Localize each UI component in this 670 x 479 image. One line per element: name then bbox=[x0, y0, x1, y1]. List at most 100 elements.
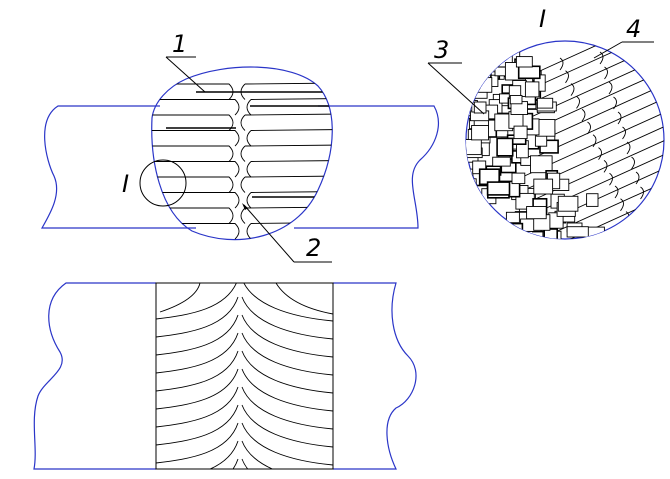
grain-tip-right bbox=[246, 130, 252, 147]
equiaxed-grain bbox=[471, 63, 488, 83]
longitudinal-grain-line bbox=[156, 350, 333, 394]
equiaxed-grain bbox=[513, 125, 528, 140]
equiaxed-grain bbox=[483, 47, 499, 66]
equiaxed-grain bbox=[511, 172, 526, 185]
longitudinal-grain-line bbox=[156, 296, 333, 340]
columnar-tip bbox=[620, 198, 624, 212]
columnar-tip bbox=[613, 96, 617, 110]
grain-boundary-right bbox=[250, 160, 333, 162]
equiaxed-grain bbox=[466, 168, 474, 180]
grain-boundary-left bbox=[151, 145, 234, 162]
grain-boundary-left bbox=[151, 223, 240, 240]
columnar-tip bbox=[631, 224, 635, 237]
grain-tip-right bbox=[240, 207, 246, 224]
detail-marker-label: I bbox=[122, 170, 129, 198]
equiaxed-grain bbox=[471, 125, 489, 141]
bottom-plate-outline bbox=[33, 282, 417, 470]
weld-bead-outline bbox=[151, 66, 333, 241]
longitudinal-grain-line bbox=[209, 440, 274, 469]
equiaxed-grain bbox=[526, 206, 547, 220]
leader-4-line bbox=[593, 41, 623, 59]
longitudinal-grain-line bbox=[275, 283, 333, 315]
leader-3-line bbox=[427, 62, 485, 115]
equiaxed-grain bbox=[536, 97, 554, 109]
detail-view-I: I 3 4 bbox=[427, 5, 665, 240]
columnar-tip bbox=[598, 147, 602, 160]
longitudinal-grain-lines bbox=[156, 283, 333, 469]
equiaxed-grain bbox=[482, 208, 495, 227]
columnar-tip bbox=[640, 186, 644, 200]
longitudinal-grain-line bbox=[232, 458, 249, 469]
columnar-tip bbox=[576, 96, 580, 109]
equiaxed-grain bbox=[473, 101, 487, 114]
grain-boundary-right bbox=[244, 175, 333, 178]
grain-boundary-left bbox=[151, 99, 240, 116]
equiaxed-grain bbox=[505, 211, 520, 224]
columnar-lamella bbox=[519, 137, 664, 207]
equiaxed-grain bbox=[466, 64, 481, 80]
columnar-tip bbox=[635, 171, 640, 185]
equiaxed-grain bbox=[483, 217, 497, 232]
equiaxed-grain bbox=[470, 49, 486, 65]
grain-tip-right bbox=[246, 223, 252, 240]
equiaxed-grain bbox=[466, 219, 487, 239]
columnar-tip bbox=[617, 111, 622, 125]
equiaxed-grain bbox=[479, 58, 497, 73]
columnar-tip bbox=[603, 160, 608, 173]
weld-bead-cross-section bbox=[151, 66, 333, 241]
longitudinal-grain-line bbox=[159, 283, 201, 313]
equiaxed-grain bbox=[524, 81, 540, 98]
equiaxed-grain bbox=[466, 77, 481, 88]
grain-boundary-left bbox=[151, 192, 240, 209]
grain-tip-right bbox=[240, 176, 246, 193]
grain-boundary-left bbox=[151, 207, 234, 224]
grain-tip-right bbox=[240, 145, 246, 162]
columnar-tip bbox=[608, 81, 613, 95]
grain-boundary-left bbox=[151, 176, 234, 193]
grain-boundary-right bbox=[250, 98, 333, 100]
grain-boundary-right bbox=[244, 206, 333, 209]
columnar-tip bbox=[581, 108, 586, 122]
columnar-tip bbox=[631, 156, 635, 170]
grain-boundary-left bbox=[151, 83, 234, 100]
grain-boundary-left bbox=[151, 130, 240, 147]
grain-boundary-right bbox=[250, 129, 333, 131]
equiaxed-grain bbox=[496, 229, 509, 239]
columnar-lamella bbox=[519, 41, 664, 81]
callout-3-label: 3 bbox=[434, 36, 449, 64]
equiaxed-grain bbox=[586, 193, 599, 207]
detail-marker-circle bbox=[139, 159, 187, 207]
grain-tip-right bbox=[246, 99, 252, 116]
weld-zone-boundary bbox=[155, 282, 334, 470]
leader-2-line bbox=[243, 204, 295, 263]
equiaxed-grain bbox=[530, 155, 553, 174]
longitudinal-grain-line bbox=[156, 404, 333, 448]
grain-tip-right bbox=[246, 192, 252, 209]
equiaxed-grain bbox=[473, 222, 489, 232]
longitudinal-grain-line bbox=[156, 332, 333, 376]
longitudinal-grain-line bbox=[156, 368, 333, 412]
bottom-plate bbox=[33, 282, 417, 470]
grain-boundary-right bbox=[250, 222, 333, 224]
equiaxed-grain bbox=[515, 56, 533, 68]
equiaxed-grain bbox=[509, 95, 523, 105]
equiaxed-grain bbox=[557, 195, 579, 212]
columnar-tip bbox=[559, 57, 564, 71]
equiaxed-grain bbox=[466, 232, 475, 239]
equiaxed-grain bbox=[517, 65, 541, 80]
grain-boundary-left bbox=[151, 114, 234, 131]
longitudinal-grain-line bbox=[156, 314, 333, 358]
grain-tip-right bbox=[240, 114, 246, 131]
top-plate bbox=[40, 105, 439, 229]
columnar-lamella bbox=[519, 41, 664, 109]
columnar-tip bbox=[622, 126, 626, 140]
equiaxed-grain bbox=[466, 62, 480, 75]
grain-boundary-right bbox=[244, 144, 333, 147]
columnar-tip bbox=[565, 70, 569, 84]
leader-2-arrowhead bbox=[242, 203, 248, 210]
columnar-tip bbox=[649, 216, 653, 230]
equiaxed-grain bbox=[500, 222, 524, 239]
longitudinal-grain-line bbox=[156, 386, 333, 430]
equiaxed-grain bbox=[496, 137, 514, 157]
